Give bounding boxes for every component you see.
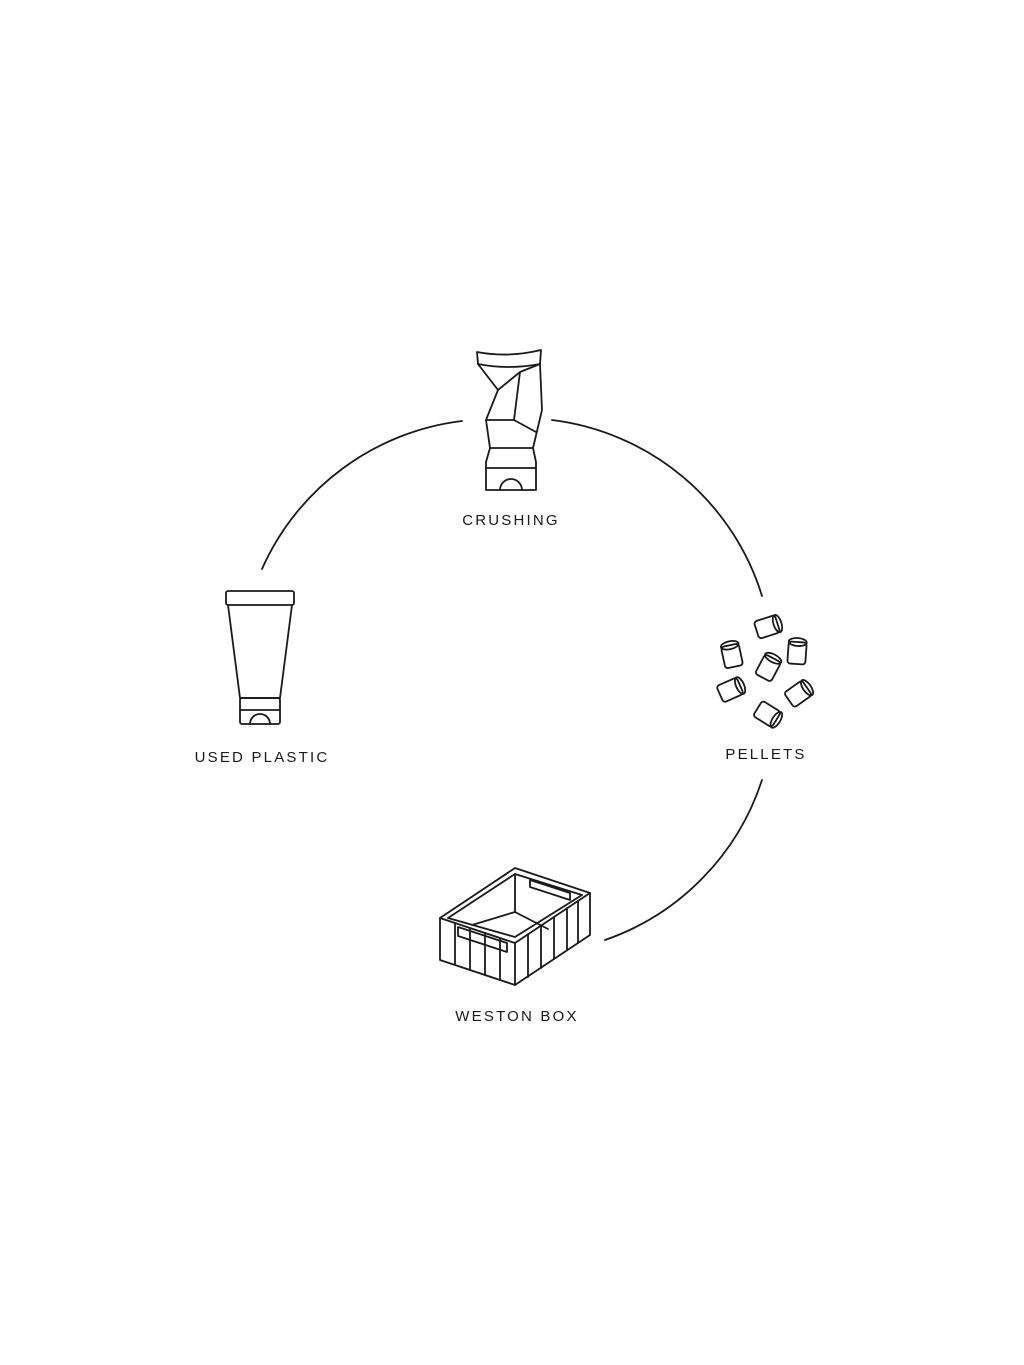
stage-label-pellets: PELLETS	[725, 746, 806, 763]
tube-icon	[225, 590, 295, 725]
cycle-arcs	[261, 419, 763, 941]
stage-label-used-plastic: USED PLASTIC	[195, 749, 330, 766]
arc-pellets-to-weston-box	[604, 779, 763, 941]
arc-crushing-to-pellets	[551, 419, 763, 597]
crushed-tube-icon	[476, 349, 543, 491]
stage-label-weston-box: WESTON BOX	[455, 1008, 578, 1025]
pellets-icon	[716, 614, 815, 729]
stage-label-crushing: CRUSHING	[462, 512, 560, 529]
arc-used-plastic-to-crushing	[261, 420, 463, 570]
crate-icon	[439, 867, 591, 986]
